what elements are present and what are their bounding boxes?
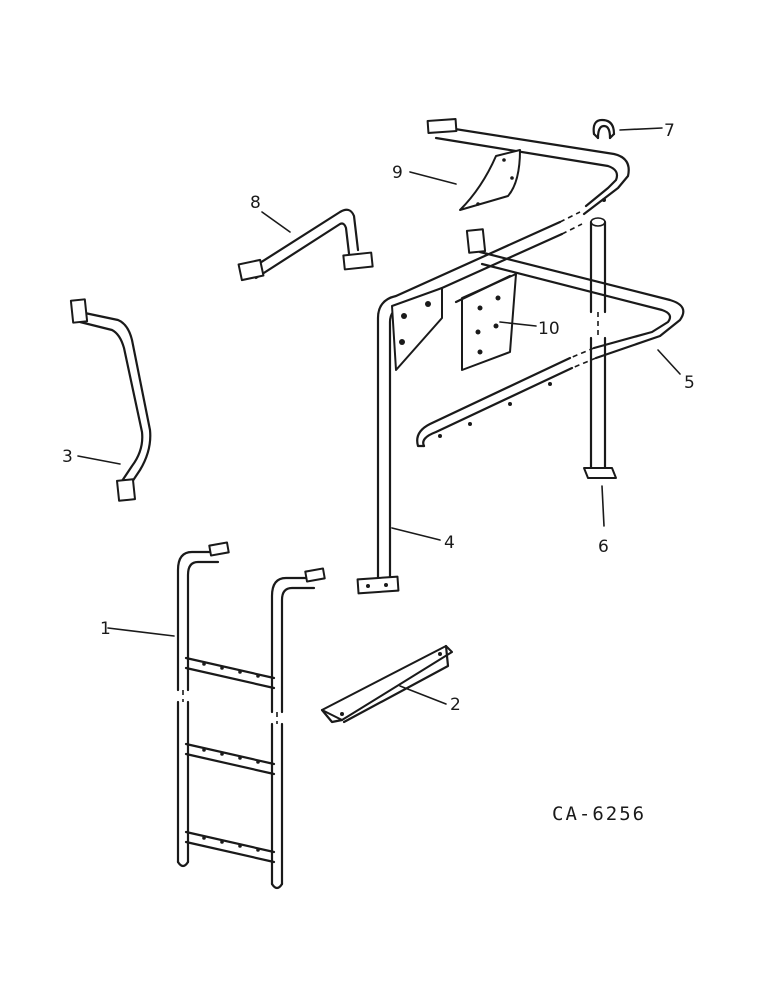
callout-6: 6 [598, 537, 609, 557]
callout-4: 4 [444, 533, 455, 553]
top-rail [426, 118, 630, 216]
part-6-vertical-post [583, 217, 617, 479]
callout-7: 7 [664, 121, 675, 141]
callout-1: 1 [100, 619, 111, 639]
part-7-u-clip [592, 118, 616, 140]
callout-9: 9 [392, 163, 403, 183]
callout-8: 8 [250, 193, 261, 213]
part-10-mounting-plate [454, 273, 517, 371]
part-4-support-post [356, 211, 583, 595]
callout-5: 5 [684, 373, 695, 393]
leader-lines [77, 127, 681, 705]
callout-2: 2 [450, 695, 461, 715]
part-8-bracket-bar [237, 208, 374, 282]
part-9-curved-plate [459, 149, 521, 211]
callout-3: 3 [62, 447, 73, 467]
figure-code: CA-6256 [552, 803, 646, 825]
part-2-step-bracket [320, 644, 453, 724]
callout-10: 10 [538, 319, 560, 339]
part-1-ladder [176, 541, 326, 890]
part-3-grab-handle [69, 298, 152, 502]
part-5-side-rail [416, 228, 685, 448]
